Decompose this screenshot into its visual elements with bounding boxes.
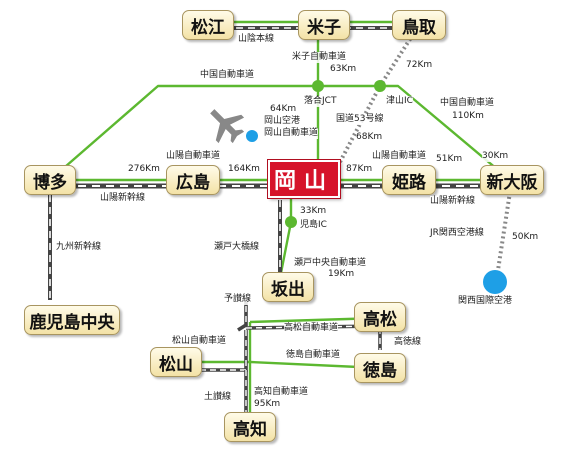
matsuyama-expressway-label: 松山自動車道 [172, 336, 227, 347]
chugoku-expressway-left-label: 中国自動車道 [200, 70, 255, 81]
tsuyama-ic-dot [374, 80, 386, 92]
distance-51km: 51Km [436, 154, 463, 165]
distance-164km: 164Km [228, 164, 260, 175]
kojima-ic-label: 児島IC [300, 220, 327, 231]
takamatsu-expressway-label: 高松自動車道 [284, 323, 339, 334]
seto-chuo-expressway-label: 瀬戸中央自動車道 [294, 258, 367, 269]
sanin-line-label: 山陰本線 [238, 34, 275, 45]
tsuyama-ic-label: 津山IC [386, 96, 413, 107]
city-kochi: 高知 [224, 412, 276, 442]
seto-ohashi-line-label: 瀬戸大橋線 [214, 242, 260, 253]
distance-276km: 276Km [128, 164, 160, 175]
dosan-line-label: 土讃線 [204, 392, 232, 403]
okayama-airport-label: 岡山空港 [264, 116, 301, 127]
chugoku-expressway-right-label: 中国自動車道 [440, 98, 495, 109]
distance-64km: 64Km [270, 104, 297, 115]
chugoku-expressway-line [49, 84, 511, 181]
sanyo-expressway-left-label: 山陽自動車道 [166, 151, 221, 162]
distance-30km: 30Km [482, 151, 509, 162]
distance-68km: 68Km [356, 132, 383, 143]
sanyo-shinkansen-left-label: 山陽新幹線 [100, 193, 146, 204]
okayama-expressway-label: 岡山自動車道 [264, 128, 319, 139]
distance-72km: 72Km [406, 60, 433, 71]
sanyo-expressway-right-label: 山陽自動車道 [372, 151, 427, 162]
okayama-airport-dot [246, 130, 258, 142]
distance-95km: 95Km [254, 399, 281, 410]
distance-87km: 87Km [346, 164, 373, 175]
city-matsue: 松江 [182, 10, 234, 40]
yosan-line [237, 296, 248, 332]
kansai-airport-dot [483, 270, 507, 294]
kochi-expressway-label: 高知自動車道 [254, 387, 309, 398]
route53-label: 国道53号線 [336, 114, 384, 125]
city-shin-osaka: 新大阪 [480, 165, 544, 195]
ochiai-jct-label: 落合JCT [304, 96, 337, 107]
airplane-icon [210, 109, 245, 144]
kyushu-shinkansen-label: 九州新幹線 [56, 242, 102, 253]
kansai-airport-label: 関西国際空港 [458, 296, 513, 307]
distance-19km: 19Km [328, 269, 355, 280]
distance-33km: 33Km [300, 206, 327, 217]
kotoku-line-label: 高徳線 [394, 337, 422, 348]
sanyo-shinkansen-right-label: 山陽新幹線 [430, 196, 476, 207]
city-kagoshima-chuo: 鹿児島中央 [24, 305, 120, 335]
city-tokushima: 徳島 [354, 353, 406, 383]
city-tottori: 鳥取 [392, 10, 446, 40]
kansai-airport-line [496, 191, 512, 271]
city-hiroshima: 広島 [166, 165, 220, 195]
yosan-line-label: 予讃線 [224, 294, 252, 305]
distance-110km: 110Km [452, 111, 484, 122]
city-takamatsu: 高松 [354, 302, 406, 332]
city-yonago: 米子 [298, 10, 350, 40]
ochiai-jct-dot [312, 80, 324, 92]
tokushima-expressway-label: 徳島自動車道 [286, 350, 341, 361]
city-matsuyama: 松山 [150, 347, 202, 377]
city-sakaide: 坂出 [262, 272, 314, 302]
yonago-expressway-label: 米子自動車道 [292, 52, 347, 63]
city-hakata: 博多 [24, 165, 76, 195]
distance-50km: 50Km [512, 232, 539, 243]
kojima-ic-dot [285, 216, 297, 228]
distance-63km: 63Km [330, 64, 357, 75]
city-okayama: 岡山 [268, 160, 340, 198]
jr-kansai-airport-line-label: JR関西空港線 [430, 228, 484, 239]
city-himeji: 姫路 [382, 165, 436, 195]
